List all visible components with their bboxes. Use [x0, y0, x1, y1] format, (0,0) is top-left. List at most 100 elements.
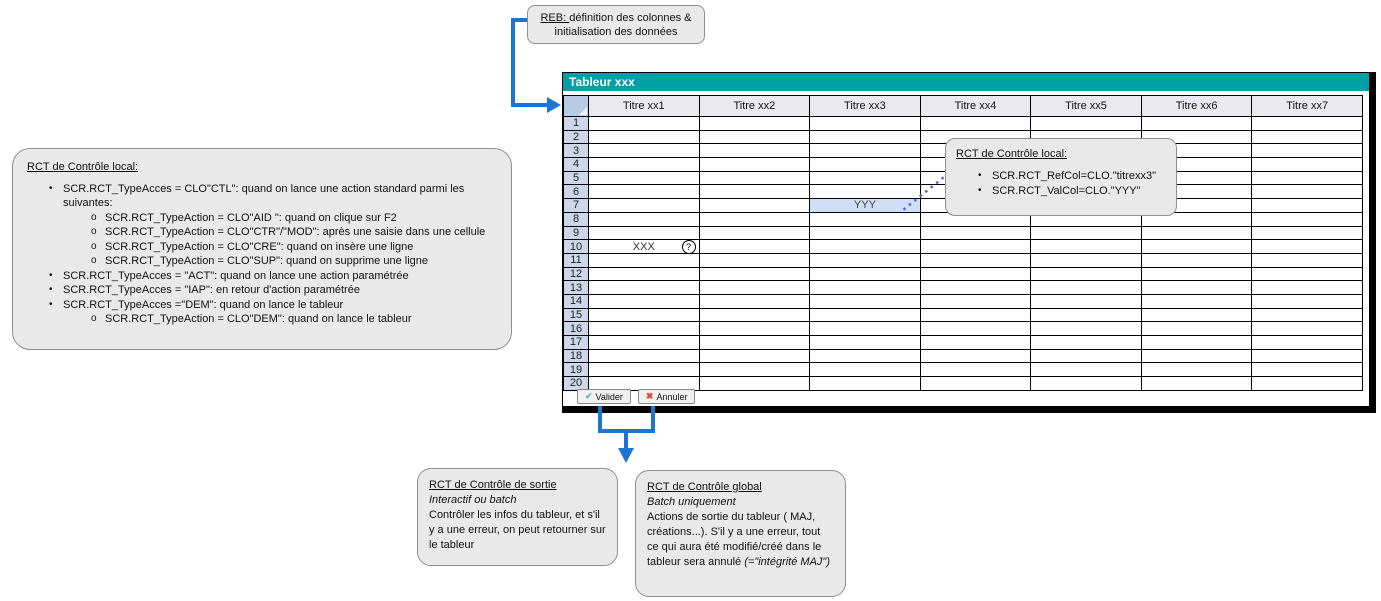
- cell[interactable]: [698, 129, 811, 145]
- row-header-13[interactable]: 13: [563, 280, 589, 295]
- cell[interactable]: [1251, 198, 1363, 213]
- cell[interactable]: [698, 143, 811, 159]
- question-badge-icon[interactable]: ?: [681, 240, 696, 253]
- cell[interactable]: [809, 266, 921, 282]
- cell[interactable]: [919, 116, 1032, 131]
- cell[interactable]: [588, 280, 700, 295]
- row-header-14[interactable]: 14: [563, 293, 589, 309]
- cell[interactable]: [698, 362, 811, 378]
- cell[interactable]: [588, 170, 700, 186]
- cell[interactable]: [698, 280, 811, 295]
- cell[interactable]: [809, 293, 921, 309]
- cell[interactable]: [1030, 376, 1142, 391]
- cell[interactable]: [698, 348, 811, 364]
- cell[interactable]: [698, 184, 811, 200]
- row-header-1[interactable]: 1: [563, 116, 589, 131]
- cell[interactable]: [1251, 157, 1363, 172]
- cell[interactable]: [1140, 239, 1253, 254]
- cell[interactable]: [1030, 362, 1142, 378]
- cell[interactable]: [1140, 376, 1253, 391]
- cell[interactable]: [1030, 348, 1142, 364]
- cell[interactable]: [919, 307, 1032, 323]
- cell[interactable]: [1030, 321, 1142, 336]
- cell[interactable]: [588, 348, 700, 364]
- cell[interactable]: [809, 184, 921, 200]
- column-header-3[interactable]: Titre xx3: [809, 95, 921, 117]
- cell[interactable]: [1251, 266, 1363, 282]
- row-header-8[interactable]: 8: [563, 211, 589, 227]
- cell[interactable]: [919, 335, 1032, 350]
- cell[interactable]: [809, 211, 921, 227]
- cell[interactable]: [1140, 335, 1253, 350]
- cell[interactable]: [809, 335, 921, 350]
- cell[interactable]: [1140, 293, 1253, 309]
- cell[interactable]: [1251, 116, 1363, 131]
- column-header-1[interactable]: Titre xx1: [588, 95, 700, 117]
- yyy-highlight-cell[interactable]: YYY: [809, 198, 921, 213]
- cell[interactable]: [1251, 307, 1363, 323]
- cell[interactable]: [809, 170, 921, 186]
- cell[interactable]: [588, 335, 700, 350]
- cell[interactable]: [919, 348, 1032, 364]
- cell[interactable]: [698, 321, 811, 336]
- cell[interactable]: [588, 225, 700, 241]
- cell[interactable]: [809, 321, 921, 336]
- cell[interactable]: [1140, 266, 1253, 282]
- cell[interactable]: [809, 376, 921, 391]
- row-header-15[interactable]: 15: [563, 307, 589, 323]
- cell[interactable]: [1140, 348, 1253, 364]
- cell[interactable]: [588, 376, 700, 391]
- cell[interactable]: [919, 225, 1032, 241]
- cell[interactable]: [588, 321, 700, 336]
- cell[interactable]: [698, 376, 811, 391]
- cell[interactable]: [698, 266, 811, 282]
- cell[interactable]: [1140, 307, 1253, 323]
- cell[interactable]: [588, 198, 700, 213]
- row-header-12[interactable]: 12: [563, 266, 589, 282]
- cell[interactable]: [1251, 321, 1363, 336]
- cell[interactable]: [809, 307, 921, 323]
- cell[interactable]: [1030, 266, 1142, 282]
- cell[interactable]: [588, 184, 700, 200]
- cell[interactable]: [919, 293, 1032, 309]
- column-header-4[interactable]: Titre xx4: [919, 95, 1032, 117]
- cell[interactable]: [588, 293, 700, 309]
- cell[interactable]: [588, 143, 700, 159]
- row-header-7[interactable]: 7: [563, 198, 589, 213]
- cell[interactable]: [1030, 239, 1142, 254]
- cell[interactable]: [1140, 252, 1253, 268]
- cell[interactable]: [698, 211, 811, 227]
- row-header-3[interactable]: 3: [563, 143, 589, 159]
- column-header-6[interactable]: Titre xx6: [1140, 95, 1253, 117]
- cell[interactable]: [809, 280, 921, 295]
- cell[interactable]: [698, 225, 811, 241]
- row-header-9[interactable]: 9: [563, 225, 589, 241]
- row-header-10[interactable]: 10: [563, 239, 589, 254]
- cell[interactable]: [588, 211, 700, 227]
- cell[interactable]: [698, 157, 811, 172]
- cell[interactable]: [588, 116, 700, 131]
- cell[interactable]: [698, 170, 811, 186]
- cell[interactable]: [1030, 225, 1142, 241]
- cell[interactable]: [698, 293, 811, 309]
- cell[interactable]: [919, 266, 1032, 282]
- cell[interactable]: [809, 129, 921, 145]
- select-all-corner[interactable]: [563, 95, 589, 117]
- row-header-4[interactable]: 4: [563, 157, 589, 172]
- cell[interactable]: [919, 280, 1032, 295]
- cell[interactable]: [809, 362, 921, 378]
- annuler-button[interactable]: ✖ Annuler: [637, 389, 696, 404]
- cell[interactable]: [919, 376, 1032, 391]
- row-header-6[interactable]: 6: [563, 184, 589, 200]
- cell[interactable]: [1140, 362, 1253, 378]
- cell[interactable]: [809, 157, 921, 172]
- column-header-5[interactable]: Titre xx5: [1030, 95, 1142, 117]
- cell[interactable]: [1251, 280, 1363, 295]
- row-header-19[interactable]: 19: [563, 362, 589, 378]
- cell[interactable]: [1030, 280, 1142, 295]
- row-header-16[interactable]: 16: [563, 321, 589, 336]
- cell[interactable]: [1030, 252, 1142, 268]
- cell[interactable]: [1251, 184, 1363, 200]
- cell[interactable]: [1030, 116, 1142, 131]
